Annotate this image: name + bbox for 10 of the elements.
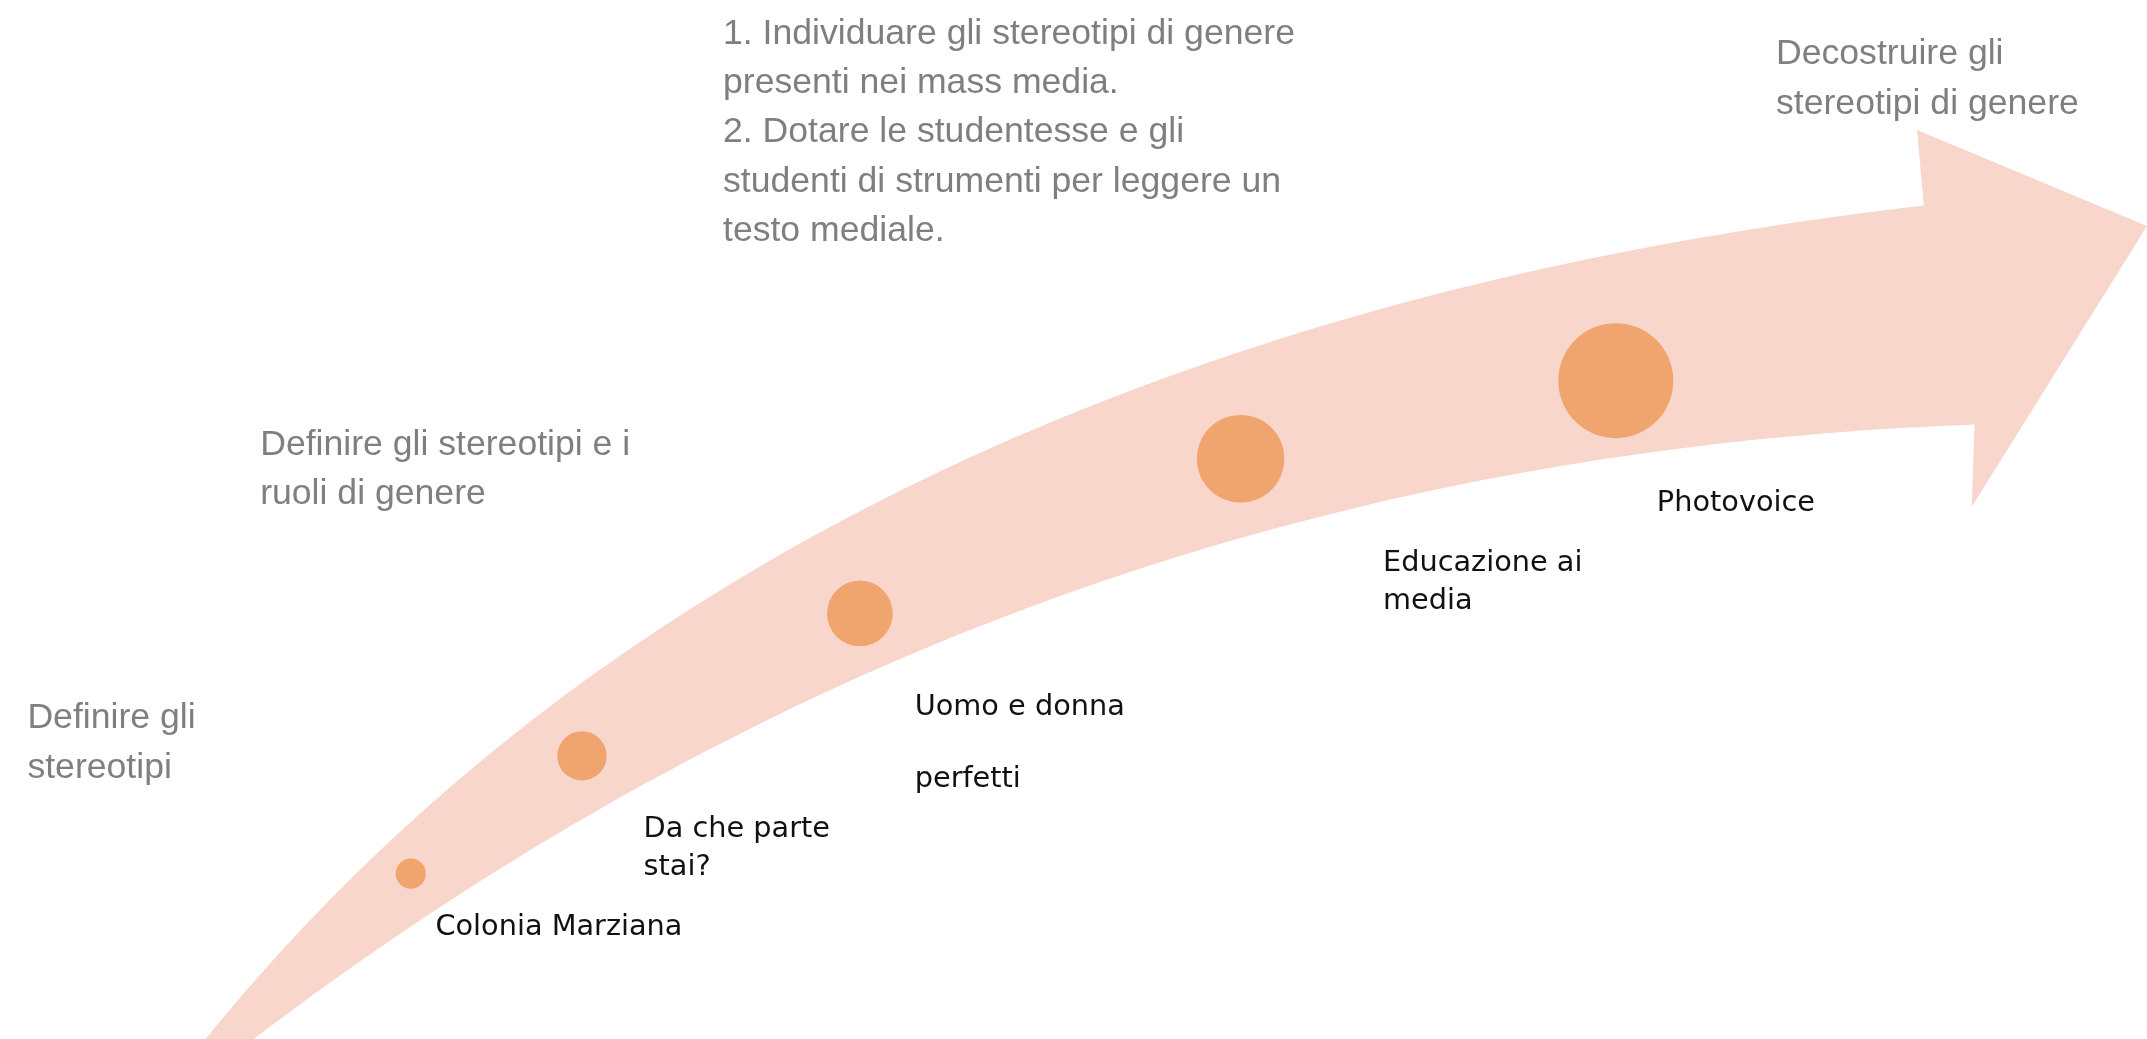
- step-label: Da che parte stai?: [643, 809, 831, 884]
- step-label: Colonia Marziana: [435, 908, 684, 945]
- step-label: Photovoice: [1656, 483, 1816, 520]
- step-label: Educazione ai media: [1383, 544, 1584, 619]
- goal-text: Definire gli stereotipi e i ruoli di genere: [260, 420, 632, 515]
- goal-text: 1. Individuare gli stereotipi di genere presenti nei mass media.: [723, 9, 1296, 104]
- goal-text: Definire gli stereotipi: [27, 694, 197, 788]
- step-label: Uomo e donna perfetti: [914, 687, 1126, 797]
- goal-text: Decostruire gli stereotipi di genere: [1776, 30, 2080, 124]
- goal-text: 2. Dotare le studentesse e gli studenti di strumenti per leggere un testo mediale.: [723, 108, 1283, 252]
